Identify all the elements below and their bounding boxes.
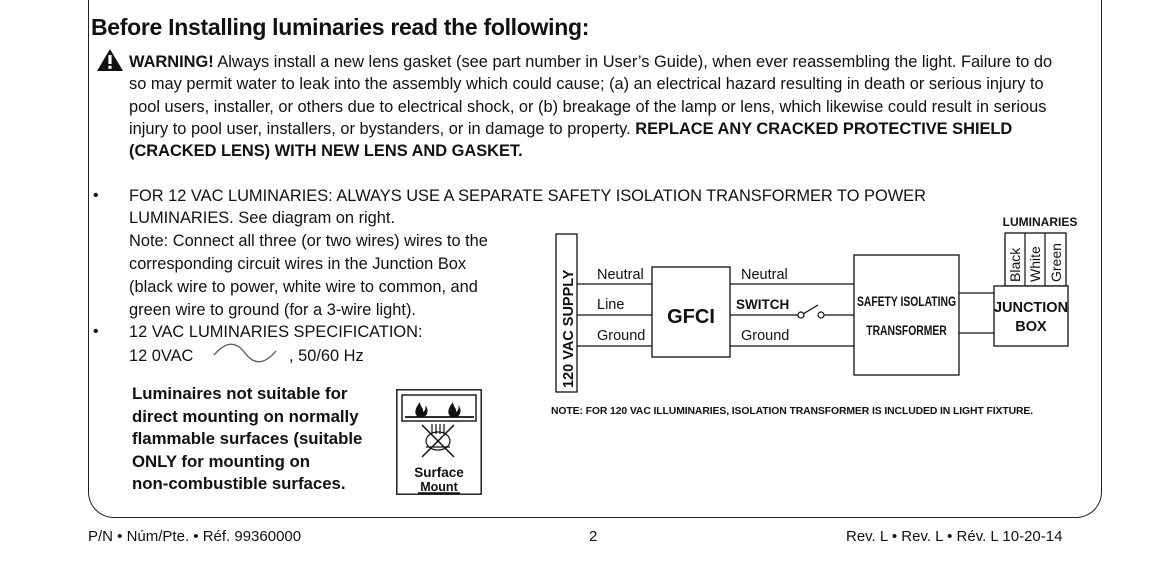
warning-label: WARNING!	[129, 53, 214, 71]
ac-sine-wave-icon	[213, 343, 277, 363]
flammable-line: direct mounting on normally	[132, 406, 359, 426]
surface-mount-icon: Surface Mount	[396, 389, 482, 495]
flammable-line: non-combustible surfaces.	[132, 474, 346, 494]
flammable-line: flammable surfaces (suitable	[132, 429, 363, 449]
bullet-1-line-1: FOR 12 VAC LUMINARIES: ALWAYS USE A SEPA…	[129, 187, 926, 205]
warning-triangle-icon	[97, 49, 123, 71]
wire-green-label: Green	[1048, 243, 1064, 282]
bullet-marker: •	[93, 323, 99, 340]
bullet-2-line-1: 12 VAC LUMINARIES SPECIFICATION:	[129, 323, 423, 341]
junction-label-1: JUNCTION	[994, 300, 1068, 316]
bullet-1-line-2: LUMINARIES. See diagram on right.	[129, 209, 396, 227]
neutral-left-label: Neutral	[597, 267, 644, 283]
note-line: corresponding circuit wires in the Junct…	[129, 255, 467, 273]
gfci-label: GFCI	[667, 306, 715, 328]
mount-label-1: Surface	[414, 465, 464, 480]
note-line: Note: Connect all three (or two wires) w…	[129, 232, 488, 250]
note-line: (black wire to power, white wire to comm…	[129, 278, 478, 296]
transformer-box	[853, 254, 960, 376]
neutral-right-label: Neutral	[741, 267, 788, 283]
footer-part-number: P/N • Núm/Pte. • Réf. 99360000	[88, 528, 302, 545]
spec-frequency: , 50/60 Hz	[289, 347, 364, 365]
ground-right-label: Ground	[741, 328, 789, 344]
flammable-line: Luminaires not suitable for	[132, 384, 348, 403]
wiring-diagram: 120 VAC SUPPLY Neutral Line Ground GFCI …	[555, 215, 1078, 393]
luminaries-label: LUMINARIES	[1003, 215, 1078, 229]
footer-page-number: 2	[589, 528, 598, 545]
junction-label-2: BOX	[1015, 319, 1047, 335]
wire-color-box	[1004, 232, 1067, 287]
section-heading: Before Installing luminaries read the fo…	[91, 14, 590, 40]
flammable-warning: Luminaires not suitable for direct mount…	[132, 383, 397, 496]
note-line: green wire to ground (for a 3-wire light…	[129, 301, 416, 319]
footer-revision: Rev. L • Rev. L • Rév. L 10-20-14	[846, 528, 1063, 545]
gfci-box	[651, 266, 731, 358]
supply-box	[555, 233, 578, 393]
content-frame	[88, 0, 1102, 518]
switch-label: SWITCH	[736, 297, 789, 312]
ground-left-label: Ground	[597, 328, 645, 344]
diagram-note: NOTE: FOR 120 VAC ILLUMINARIES, ISOLATIO…	[551, 406, 1033, 417]
wire-black-label: Black	[1007, 247, 1023, 282]
mount-label-2: Mount	[420, 480, 458, 494]
spec-voltage: 12 0VAC	[129, 347, 194, 365]
transformer-label-1: SAFETY ISOLATING	[857, 293, 956, 309]
flammable-line: ONLY for mounting on	[132, 451, 311, 471]
line-label: Line	[597, 297, 624, 313]
transformer-label-2: TRANSFORMER	[866, 322, 947, 338]
wire-white-label: White	[1027, 246, 1043, 282]
supply-label: 120 VAC SUPPLY	[561, 269, 577, 388]
bullet-marker: •	[93, 187, 99, 204]
warning-paragraph: WARNING! Always install a new lens gaske…	[129, 51, 1059, 162]
warning-body: Always install a new lens gasket (see pa…	[129, 53, 1053, 138]
warning-bold-tail: REPLACE ANY CRACKED PROTECTIVE SHIELD (C…	[129, 119, 1013, 161]
junction-box	[993, 285, 1069, 347]
